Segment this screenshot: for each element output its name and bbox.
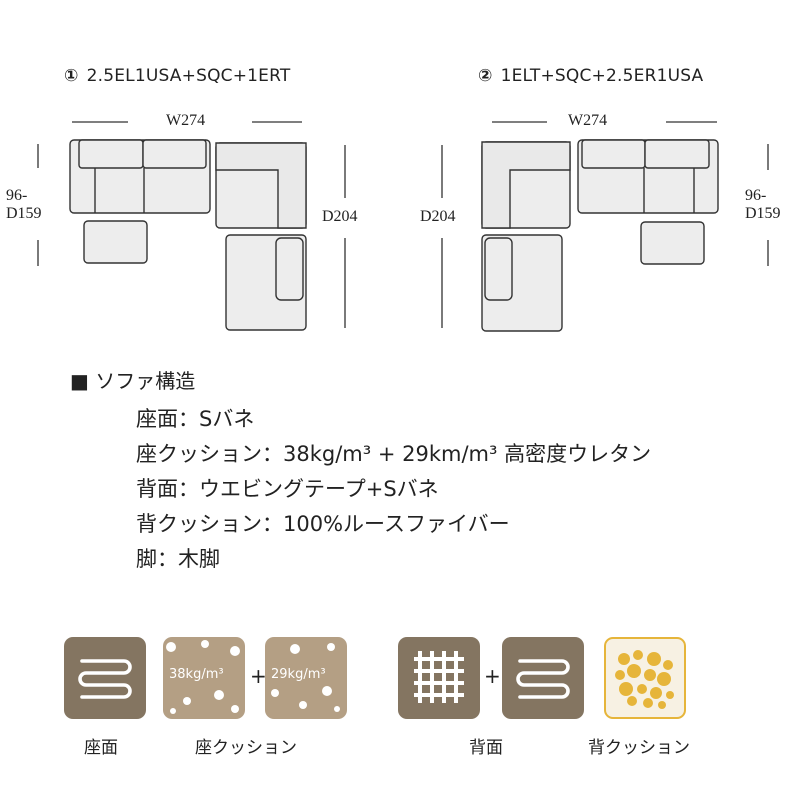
config-1-code: 2.5EL1USA+SQC+1ERT — [86, 66, 291, 86]
config-2-depth-left: D204 — [420, 208, 456, 225]
foam-dots-icon — [166, 640, 240, 714]
sofa-ottoman-small-2 — [640, 221, 705, 265]
config-1-title: ① 2.5EL1USA+SQC+1ERT — [64, 66, 290, 86]
config-2-depth-right-2: D159 — [745, 205, 781, 222]
config-1-depth-left-2: D159 — [6, 205, 42, 222]
config-2-diagram — [481, 139, 719, 332]
back-spring-tile — [502, 637, 584, 719]
back-label: 背面 — [469, 738, 503, 758]
spec-line-seat: 座面：Sバネ — [136, 407, 255, 431]
fiber-tile — [604, 637, 686, 719]
seat-cushion-label: 座クッション — [195, 738, 297, 758]
seat-spring-tile — [64, 637, 146, 719]
spec-line-seat-cushion: 座クッション：38kg/m³ + 29km/m³ 高密度ウレタン — [136, 442, 652, 466]
foam-dots-icon-2 — [271, 643, 340, 712]
config-1-depth-right: D204 — [322, 208, 358, 225]
seat-label: 座面 — [84, 738, 118, 758]
foam-38-label: 38kg/m³ — [169, 667, 224, 682]
config-2-number: ② — [478, 66, 493, 86]
sofa-ottoman-small — [83, 220, 148, 264]
spec-line-back-cushion: 背クッション：100%ルースファイバー — [136, 512, 510, 536]
fiber-icon — [615, 650, 674, 709]
webbing-tile — [398, 637, 480, 719]
plus-sign-1: + — [250, 664, 267, 688]
s-spring-icon — [78, 659, 132, 699]
spec-heading: ■ ソファ構造 — [70, 369, 196, 393]
back-cushion-label: 背クッション — [588, 738, 690, 758]
foam-38-tile: 38kg/m³ — [163, 637, 245, 719]
config-2-title: ② 1ELT+SQC+2.5ER1USA — [478, 66, 703, 86]
foam-29-label: 29kg/m³ — [271, 667, 326, 682]
config-2-depth-right-1: 96- — [745, 187, 767, 204]
config-1-width-label: W274 — [166, 112, 206, 129]
webbing-icon — [414, 651, 464, 703]
config-1-number: ① — [64, 66, 79, 86]
spec-line-legs: 脚：木脚 — [136, 547, 220, 571]
plus-sign-2: + — [484, 664, 501, 688]
config-2-code: 1ELT+SQC+2.5ER1USA — [500, 66, 704, 86]
foam-29-tile: 29kg/m³ — [265, 637, 347, 719]
sofa-layout-diagrams — [37, 121, 769, 332]
config-1-depth-left-1: 96- — [6, 187, 28, 204]
config-2-width-label: W274 — [568, 112, 608, 129]
spec-line-back: 背面：ウエビングテープ+Sバネ — [136, 477, 439, 501]
s-spring-icon-2 — [516, 659, 570, 699]
config-1-diagram — [69, 139, 307, 331]
